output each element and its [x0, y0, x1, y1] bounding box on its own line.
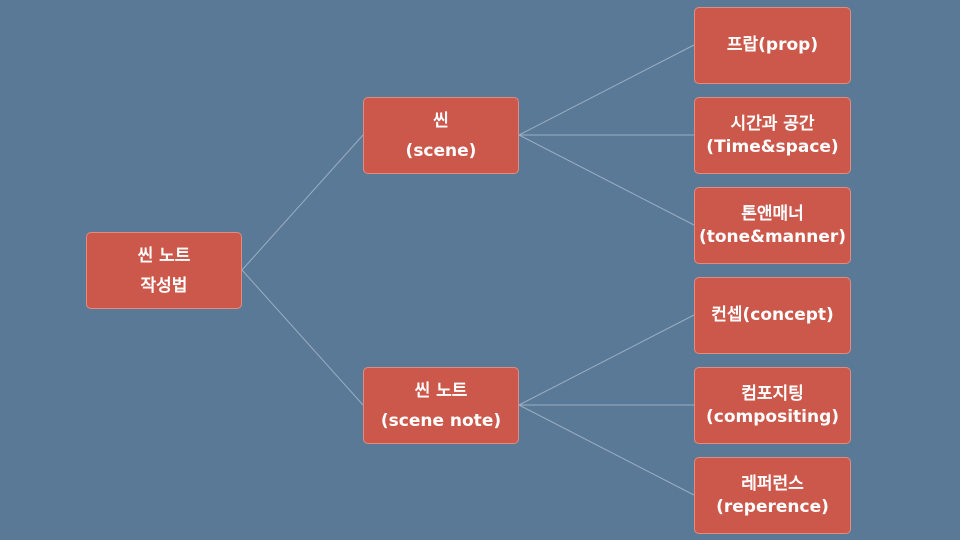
- leaf-node-prop: 프랍(prop): [694, 7, 851, 84]
- branch-node-scene-note: 씬 노트 (scene note): [363, 367, 519, 444]
- root-node-line2: 작성법: [140, 275, 188, 296]
- leaf-node-reference-line2: (reperence): [716, 496, 829, 517]
- leaf-node-prop-line1: 프랍(prop): [726, 35, 819, 55]
- root-node-line1: 씬 노트: [137, 245, 191, 266]
- connector-scene-to-tone: [518, 134, 695, 226]
- leaf-node-time-space: 시간과 공간 (Time&space): [694, 97, 851, 174]
- root-node-scene-note-method: 씬 노트 작성법: [86, 232, 242, 309]
- connector-root-to-note: [241, 269, 364, 406]
- branch-node-scene-note-line1: 씬 노트: [414, 380, 468, 401]
- leaf-node-compositing-line1: 컴포지팅: [741, 383, 804, 404]
- connector-note-to-reference: [518, 404, 695, 496]
- connector-note-to-concept: [518, 314, 695, 406]
- leaf-node-concept-line1: 컨셉(concept): [711, 305, 834, 325]
- leaf-node-time-space-line1: 시간과 공간: [730, 113, 815, 134]
- leaf-node-reference: 레퍼런스 (reperence): [694, 457, 851, 534]
- branch-node-scene-line1: 씬: [433, 110, 449, 131]
- branch-node-scene-line2: (scene): [405, 140, 477, 161]
- branch-node-scene: 씬 (scene): [363, 97, 519, 174]
- connector-scene-to-prop: [518, 44, 695, 136]
- leaf-node-compositing-line2: (compositing): [705, 406, 840, 427]
- leaf-node-compositing: 컴포지팅 (compositing): [694, 367, 851, 444]
- leaf-node-tone-manner: 톤앤매너 (tone&manner): [694, 187, 851, 264]
- leaf-node-tone-manner-line1: 톤앤매너: [741, 203, 804, 224]
- branch-node-scene-note-line2: (scene note): [380, 410, 502, 431]
- connector-root-to-scene: [241, 134, 364, 271]
- leaf-node-concept: 컨셉(concept): [694, 277, 851, 354]
- leaf-node-reference-line1: 레퍼런스: [741, 473, 804, 494]
- leaf-node-tone-manner-line2: (tone&manner): [698, 226, 847, 247]
- leaf-node-time-space-line2: (Time&space): [706, 136, 839, 157]
